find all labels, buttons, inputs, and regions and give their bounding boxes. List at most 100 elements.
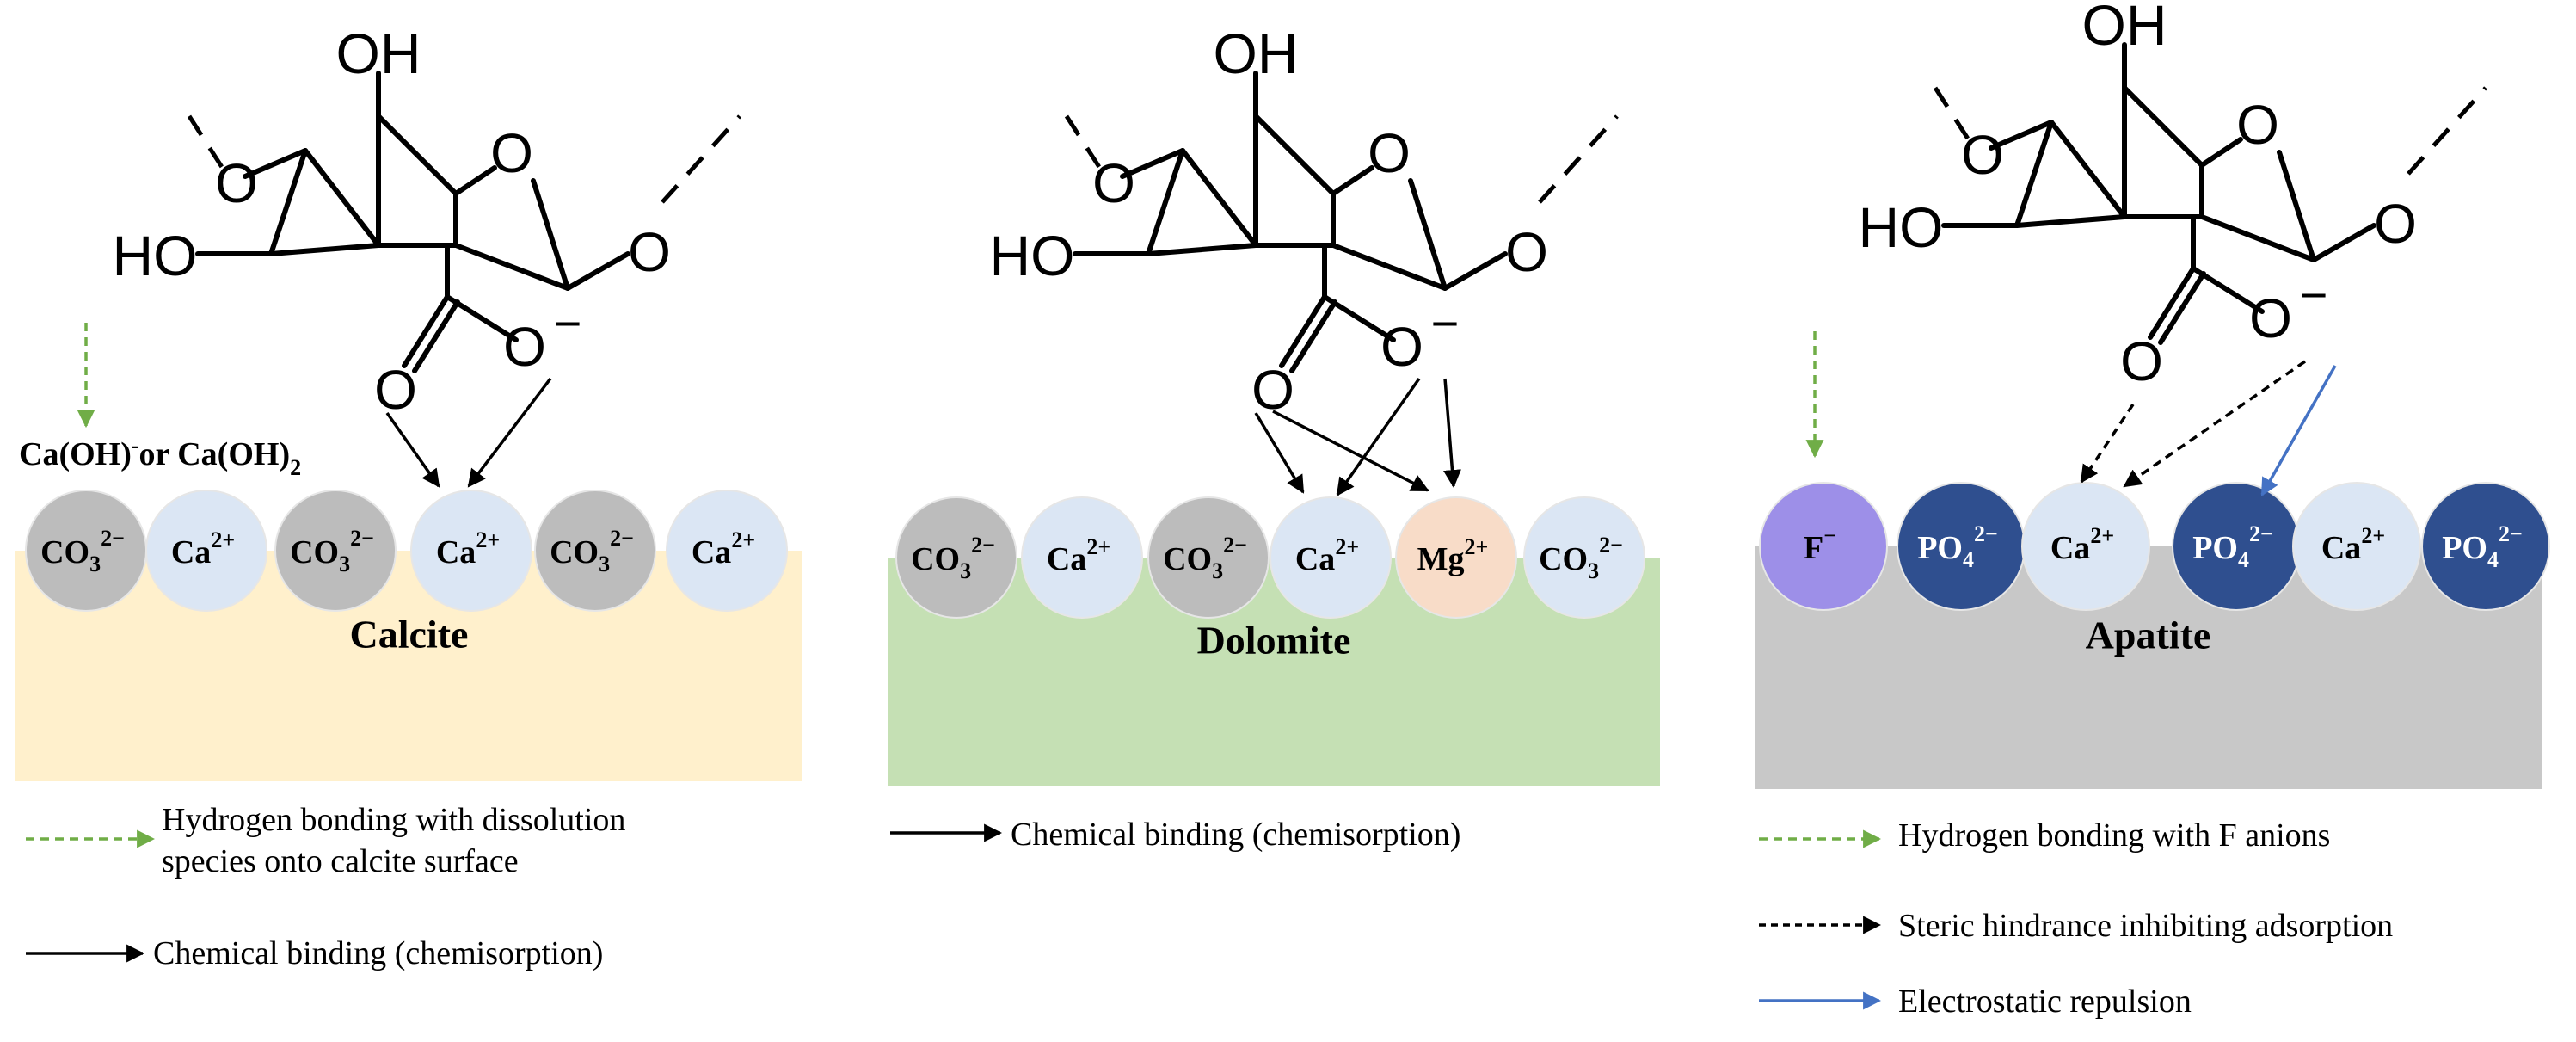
ion-base: CO xyxy=(40,534,89,570)
bond-line xyxy=(2158,271,2206,345)
ion-label: Ca2+ xyxy=(692,527,755,570)
bond-line xyxy=(2148,266,2196,340)
ion-label: CO32− xyxy=(911,533,995,583)
ion-superscript: 2− xyxy=(971,533,995,558)
ion-superscript: 2+ xyxy=(1335,534,1359,559)
ion-base: CO xyxy=(911,541,960,577)
bond-line xyxy=(268,243,381,256)
bond-line xyxy=(412,299,460,373)
bond-line xyxy=(376,114,458,196)
ion-superscript: 2− xyxy=(2499,521,2523,546)
ion-label: PO42− xyxy=(1917,521,1998,572)
legend-text: Hydrogen bonding with dissolution xyxy=(162,802,625,838)
ion-base: Mg xyxy=(1417,541,1465,577)
bond-line xyxy=(402,294,450,368)
legend-dolomite: Chemical binding (chemisorption) xyxy=(890,817,1460,853)
mineral-surface xyxy=(15,551,802,781)
ion-base: PO xyxy=(2442,530,2487,566)
bond-line xyxy=(2049,120,2127,219)
ion-label: Ca2+ xyxy=(2050,523,2114,566)
ring-oxygen-right-label: O xyxy=(2236,94,2279,156)
ion-superscript: 2− xyxy=(610,526,634,551)
ion-superscript: 2+ xyxy=(2361,523,2385,548)
bond-line xyxy=(187,114,231,178)
bond-line xyxy=(1120,148,1185,179)
bond-line xyxy=(1064,114,1108,178)
ion-superscript: 2− xyxy=(101,526,125,551)
bond-line xyxy=(2014,120,2054,228)
ring-oxygen-left-label: O xyxy=(1961,124,2004,186)
ion-label: CO32− xyxy=(1163,533,1247,583)
negative-charge-label: − xyxy=(2300,268,2328,322)
bond-line xyxy=(1146,148,1185,256)
ion-base: CO xyxy=(1163,541,1212,577)
bond-line xyxy=(565,251,630,291)
bond-line xyxy=(1289,299,1337,373)
ion-circle xyxy=(274,490,397,612)
hydroxyl-top-label: OH xyxy=(336,22,421,85)
mineral-name-label: Apatite xyxy=(2086,613,2211,657)
ion-superscript: 2− xyxy=(2249,521,2273,546)
steric-hindrance-arrow xyxy=(2123,360,2306,488)
ion-subscript: 3 xyxy=(1588,558,1599,583)
ion-subscript: 3 xyxy=(339,552,350,576)
ion-superscript: 2− xyxy=(1599,533,1623,558)
bond-line xyxy=(1253,114,1336,196)
bond-line xyxy=(268,148,308,256)
chemisorption-arrow xyxy=(1336,377,1421,496)
ion-superscript: − xyxy=(1823,523,1836,548)
ion-circle xyxy=(1759,482,1888,611)
bond-line xyxy=(453,243,570,291)
hydroxyl-left-label: HO xyxy=(1859,195,1944,259)
negative-charge-label: − xyxy=(1431,296,1460,350)
chemisorption-arrow xyxy=(1272,410,1429,492)
carbonyl-oxygen-label: O xyxy=(374,359,417,421)
bond-line xyxy=(531,178,570,291)
bond-line xyxy=(1989,120,2054,151)
ion-label: Ca2+ xyxy=(171,527,235,570)
ring-oxygen-right-label: O xyxy=(490,122,533,184)
bond-line xyxy=(1279,294,1327,368)
ion-label: PO42− xyxy=(2442,521,2523,572)
ion-superscript: 2+ xyxy=(731,527,755,552)
carboxylate-oxygen-label: O xyxy=(503,316,546,378)
ion-superscript: 2− xyxy=(350,526,374,551)
hydroxyl-top-label: OH xyxy=(1214,22,1299,85)
ion-circle xyxy=(534,490,656,612)
ring-oxygen-far-label: O xyxy=(628,221,671,283)
ion-base: Ca xyxy=(171,534,211,570)
mineral-surface xyxy=(888,558,1660,786)
ion-subscript: 3 xyxy=(1212,558,1223,583)
ion-subscript: 3 xyxy=(599,552,610,576)
ion-label: Ca2+ xyxy=(436,527,500,570)
mineral-name-label: Calcite xyxy=(350,613,469,657)
ion-base: F xyxy=(1804,530,1823,566)
bond-line xyxy=(661,114,741,204)
ion-base: PO xyxy=(2192,530,2238,566)
mineral-name-label: Dolomite xyxy=(1197,618,1351,662)
ion-superscript: 2+ xyxy=(2090,523,2114,548)
ring-oxygen-far-label: O xyxy=(2374,193,2417,255)
bond-line xyxy=(243,148,308,179)
legend-text: Chemical binding (chemisorption) xyxy=(153,935,603,971)
ion-label: CO32− xyxy=(40,526,125,576)
ring-oxygen-right-label: O xyxy=(1368,122,1411,184)
mineral-surface xyxy=(1755,546,2542,789)
ion-superscript: 2+ xyxy=(1086,534,1110,559)
hydroxyl-left-label: HO xyxy=(990,224,1075,287)
bond-line xyxy=(1331,165,1374,196)
legend-text: species onto calcite surface xyxy=(162,843,519,879)
ion-subscript: 4 xyxy=(1963,547,1974,572)
chemisorption-arrow xyxy=(1254,412,1305,494)
chemisorption-arrow xyxy=(467,377,552,488)
bond-line xyxy=(445,294,519,342)
ion-circle xyxy=(1147,496,1270,619)
hydroxyl-top-label: OH xyxy=(2082,0,2167,57)
bond-line xyxy=(2191,266,2265,314)
ion-label: Ca2+ xyxy=(1047,534,1110,577)
ion-base: Ca xyxy=(1047,541,1086,577)
